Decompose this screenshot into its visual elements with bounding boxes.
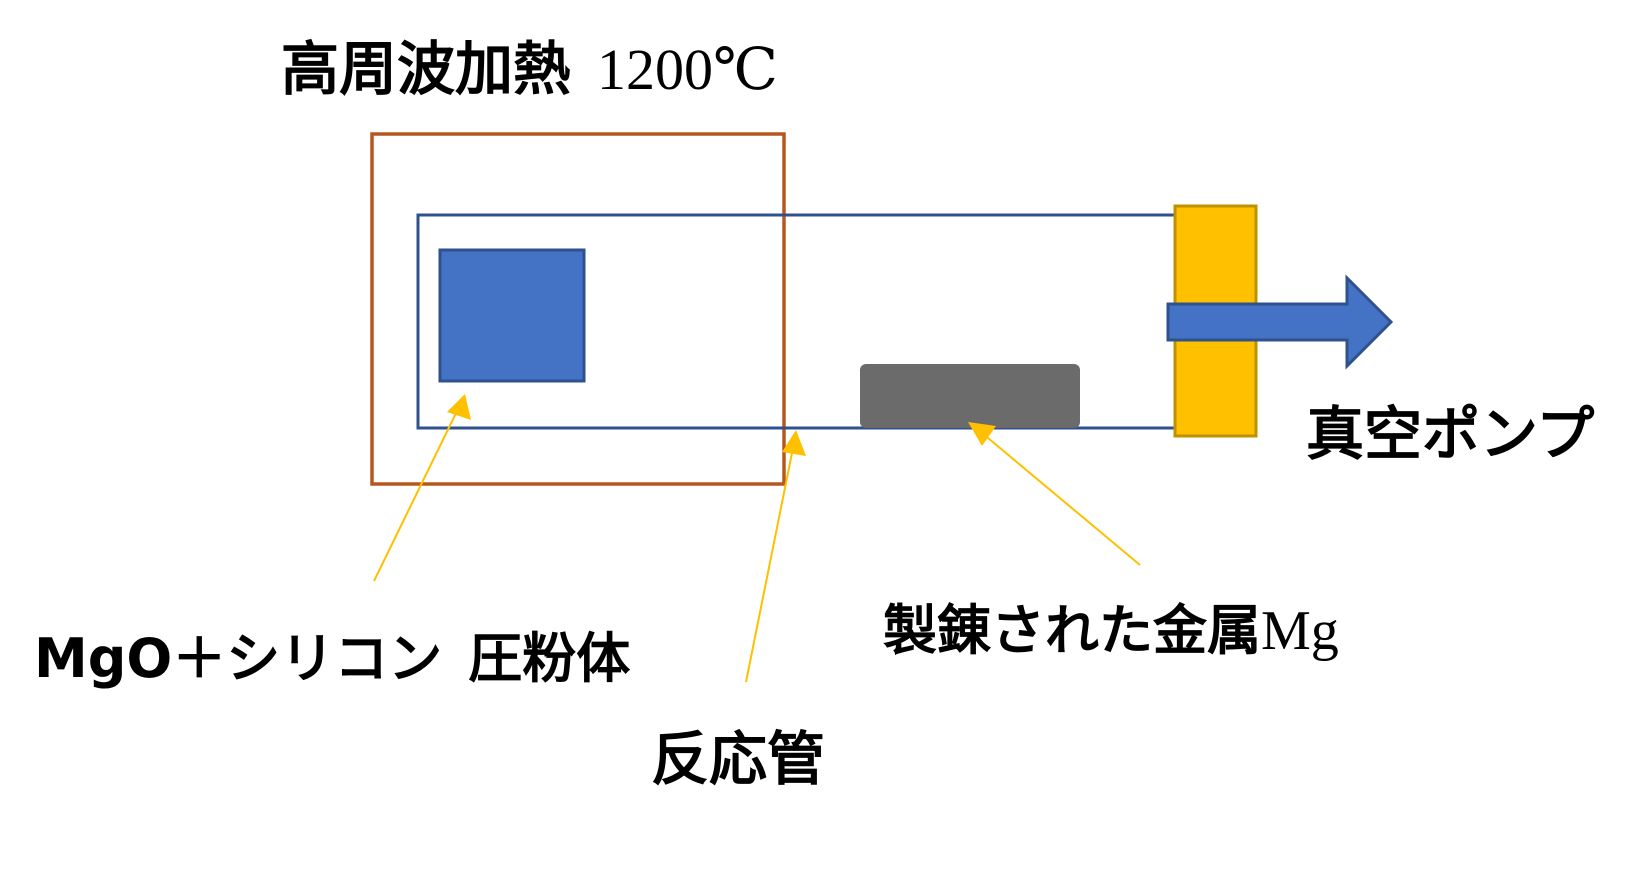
compact-block [438, 248, 586, 383]
refined-metal-symbol: Mg [1261, 600, 1339, 662]
compact-label-text: MgO＋シリコン [34, 627, 443, 690]
compact-label: MgO＋シリコン圧粉体 [34, 632, 630, 686]
tube-leader-arrowhead [782, 430, 806, 456]
heater-frame [370, 132, 786, 486]
compact-leader-arrowhead [447, 394, 471, 420]
metal-deposit [860, 364, 1080, 428]
title-text: 高周波加熱 [281, 35, 572, 103]
compact-leader-line [373, 408, 459, 582]
reaction-tube-label: 反応管 [651, 725, 826, 793]
compact-label-suffix: 圧粉体 [468, 627, 631, 690]
tube-leader-line [745, 447, 794, 683]
metal-leader-arrowhead [968, 422, 996, 446]
refined-metal-label: 製錬された金属Mg [883, 603, 1339, 659]
refined-metal-text: 製錬された金属 [883, 599, 1261, 662]
title-temperature: 1200℃ [597, 37, 778, 102]
right-arrow-icon [1166, 274, 1394, 370]
metal-leader-line [981, 432, 1141, 566]
vacuum-pump-label: 真空ポンプ [1306, 400, 1595, 468]
